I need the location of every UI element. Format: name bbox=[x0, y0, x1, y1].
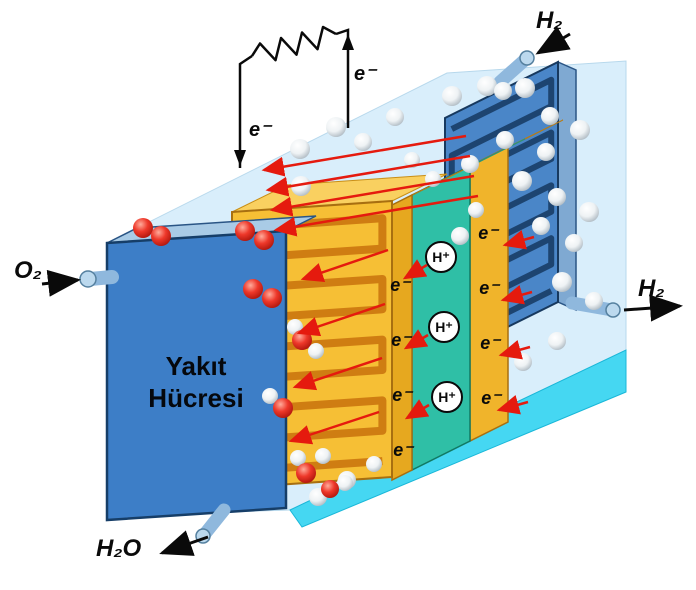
electron-label: e⁻ bbox=[390, 275, 412, 295]
electron-flow-arrow bbox=[288, 410, 380, 445]
proton-circle bbox=[428, 311, 460, 343]
end-plate-face bbox=[105, 229, 288, 522]
electron-flow-arrow bbox=[404, 399, 430, 420]
proton-label: H⁺ bbox=[438, 389, 456, 405]
electron-flow-arrow bbox=[269, 174, 475, 217]
io-labels: O₂ H₂O H₂ H₂ bbox=[14, 7, 683, 562]
electron-flow-arrow bbox=[300, 248, 389, 283]
h2-inlet-pipe bbox=[493, 50, 535, 89]
electron-flow-arrow bbox=[496, 395, 529, 415]
electron-flow-arrow bbox=[500, 285, 533, 305]
proton-label: H⁺ bbox=[432, 249, 450, 265]
electron-label: e⁻ bbox=[478, 223, 500, 243]
proton-label: H⁺ bbox=[435, 319, 453, 335]
electron-label: e⁻ bbox=[392, 385, 414, 405]
proton-ions: H⁺ H⁺ H⁺ bbox=[425, 241, 463, 413]
electron-flow-arrow bbox=[403, 329, 429, 350]
electron-label: e⁻ bbox=[479, 278, 501, 298]
electron-flow-arrow bbox=[261, 134, 467, 177]
proton-circle bbox=[431, 381, 463, 413]
circuit-wire-left bbox=[238, 54, 253, 168]
proton-circle bbox=[425, 241, 457, 273]
wire-arrow-up-icon bbox=[342, 34, 354, 50]
fuel-cell-title-line1: Yakıt bbox=[166, 351, 227, 381]
electron-label: e⁻ bbox=[480, 333, 502, 353]
electron-flow-arrow bbox=[265, 154, 471, 197]
h2-outlet-arrow bbox=[623, 294, 683, 322]
electron-flow-arrow bbox=[498, 340, 531, 360]
electron-label: e⁻ bbox=[393, 440, 415, 460]
h2-outlet-label: H₂ bbox=[638, 275, 664, 302]
fuel-cell-title-line2: Hücresi bbox=[148, 383, 243, 413]
electron-label: e⁻ bbox=[481, 388, 503, 408]
o2-inlet-label: O₂ bbox=[14, 257, 42, 284]
oxygen-molecules bbox=[133, 218, 339, 498]
electron-flow-arrow bbox=[402, 259, 428, 280]
h2-inlet-arrow bbox=[535, 26, 571, 55]
fuel-cell-end-plate: Yakıt Hücresi bbox=[105, 215, 317, 522]
external-circuit: e⁻ e⁻ bbox=[234, 25, 378, 168]
electron-flow-arrows bbox=[261, 134, 535, 445]
wire-arrow-down-icon bbox=[234, 150, 246, 166]
electron-label: e⁻ bbox=[354, 63, 378, 85]
h2o-outlet-label: H₂O bbox=[96, 535, 141, 562]
electron-labels: e⁻ e⁻ e⁻ e⁻ e⁻ e⁻ e⁻ e⁻ bbox=[390, 223, 503, 460]
o2-inlet-arrow bbox=[41, 269, 81, 297]
circuit-wire-right bbox=[335, 28, 350, 128]
electron-label: e⁻ bbox=[249, 119, 273, 141]
electron-flow-arrow bbox=[296, 302, 386, 337]
h2o-outlet-arrow bbox=[159, 530, 209, 556]
electron-flow-arrow bbox=[502, 230, 535, 250]
h2-inlet-label: H₂ bbox=[536, 7, 562, 34]
resistor bbox=[250, 25, 337, 62]
electron-flow-arrow bbox=[273, 194, 479, 237]
electron-flow-arrow bbox=[292, 356, 383, 391]
